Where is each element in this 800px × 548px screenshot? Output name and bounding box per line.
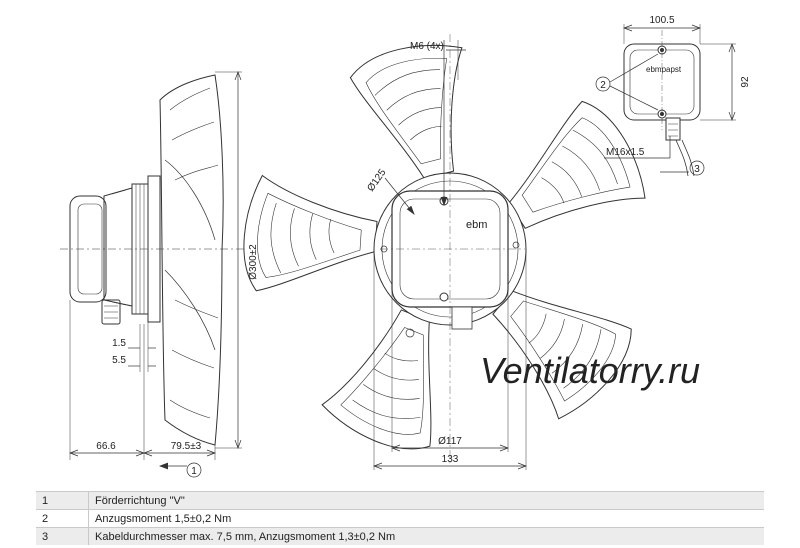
- front-view-dimensions: [373, 40, 527, 470]
- side-view: [60, 74, 245, 446]
- flange-width-label: 133: [442, 454, 459, 465]
- callout-2-label: 2: [600, 80, 606, 91]
- callout-3-label: 3: [694, 164, 700, 175]
- watermark: Ventilatorry.ru: [480, 350, 700, 391]
- box-height-label: 92: [740, 76, 751, 88]
- legend-text: Kabeldurchmesser max. 7,5 mm, Anzugsmome…: [88, 527, 764, 545]
- side-depth-a-label: 66.6: [96, 441, 116, 452]
- hub-brand-logo: ebm: [466, 219, 487, 231]
- screw-size-label: M6 (4x): [410, 41, 444, 52]
- side-view-dimensions: [69, 71, 242, 478]
- legend-number: 1: [36, 491, 89, 510]
- legend-row: 1 Förderrichtung "V": [36, 491, 764, 510]
- legend-text: Anzugsmoment 1,5±0,2 Nm: [88, 509, 764, 528]
- gap-b-label: 5.5: [112, 355, 126, 366]
- blade-diameter-label: Ø125: [365, 167, 388, 194]
- legend-row: 2 Anzugsmoment 1,5±0,2 Nm: [36, 509, 764, 528]
- legend-text: Förderrichtung "V": [88, 491, 764, 510]
- terminal-box-dimensions: [595, 24, 736, 176]
- flange-diameter-label: Ø117: [438, 436, 462, 447]
- box-brand-logo: ebmpapst: [646, 65, 682, 74]
- legend-table: 1 Förderrichtung "V" 2 Anzugsmoment 1,5±…: [36, 491, 764, 545]
- legend-number: 2: [36, 509, 89, 528]
- fan-blade: [240, 171, 380, 292]
- cable-gland-label: M16x1.5: [606, 147, 645, 158]
- callout-1-label: 1: [191, 466, 197, 477]
- legend-number: 3: [36, 527, 89, 545]
- legend-row: 3 Kabeldurchmesser max. 7,5 mm, Anzugsmo…: [36, 527, 764, 545]
- fan-diameter-label: Ø300±2: [248, 244, 259, 280]
- technical-drawing: Ventilatorry.ru: [60, 15, 751, 478]
- front-view: [240, 27, 663, 464]
- fan-blade: [346, 27, 502, 194]
- gap-a-label: 1.5: [112, 338, 126, 349]
- box-width-label: 100.5: [649, 15, 674, 26]
- side-depth-b-label: 79.5±3: [171, 441, 202, 452]
